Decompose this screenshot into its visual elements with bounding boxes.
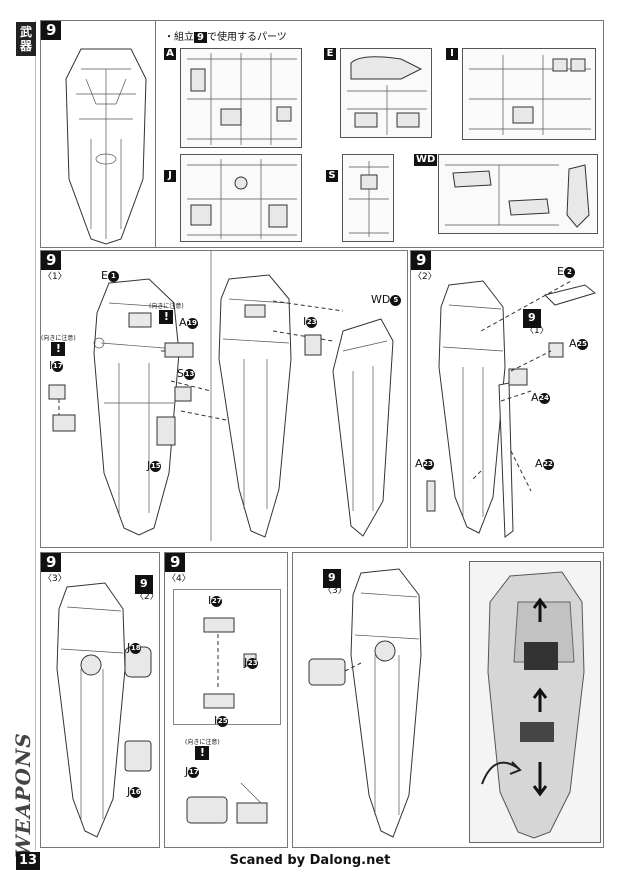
step-1-badge: 9 <box>41 251 62 270</box>
sprue-label-j: J <box>164 170 176 182</box>
callout-i25: I25 <box>214 714 229 727</box>
callout-a24: A24 <box>531 391 550 404</box>
callout-j15: J15 <box>147 459 162 472</box>
sprue-e <box>340 48 432 138</box>
callout-a23: A23 <box>415 457 434 470</box>
step-2-sub: 〈2〉 <box>413 272 437 282</box>
callout-j18: J18 <box>127 641 142 654</box>
step-1-sub: 〈1〉 <box>43 272 67 282</box>
ref-step-1-sub: 〈1〉 <box>525 326 549 336</box>
ref-step-3-sub: 〈3〉 <box>323 586 347 596</box>
step-1-part-frame-b <box>218 274 292 538</box>
sidebar: 武器 WEAPONS <box>11 20 36 858</box>
callout-i23: I23 <box>303 315 318 328</box>
callout-s13: S13 <box>177 367 195 380</box>
step-4-panel: 9 〈4〉 I27 J23 I25 (向きに注意)! J17 <box>164 552 288 848</box>
sprue-label-s: S <box>326 170 338 182</box>
step-3-badge: 9 <box>41 553 62 572</box>
step-2-badge: 9 <box>411 251 432 270</box>
sprue-a <box>180 48 302 148</box>
warning-orientation-i: (向きに注意)! <box>41 335 76 356</box>
step-1-part-wd <box>332 318 394 537</box>
ref-step-1-badge: 9 <box>523 309 541 328</box>
callout-j16: J16 <box>127 785 142 798</box>
sprue-label-e: E <box>324 48 336 60</box>
sprue-wd <box>438 154 598 234</box>
callout-a25: A25 <box>569 337 588 350</box>
scan-credit: Scaned by Dalong.net <box>229 853 391 868</box>
callout-a22: A22 <box>535 457 554 470</box>
ref-step-3-badge: 9 <box>323 569 341 588</box>
step-5-panel: 9 〈3〉 <box>292 552 604 848</box>
step-5-part-frame <box>350 568 422 838</box>
sprue-s <box>342 154 394 242</box>
category-label: 武器 <box>16 22 36 56</box>
ref-step-2-badge: 9 <box>135 575 153 594</box>
callout-a19: A19 <box>179 316 198 329</box>
finished-part-illustration <box>65 48 147 245</box>
sprue-label-a: A <box>164 48 176 60</box>
sprue-j <box>180 154 302 242</box>
sprue-i <box>462 48 596 140</box>
step-3-sub: 〈3〉 <box>43 574 67 584</box>
assembled-photo <box>469 561 601 843</box>
page-number: 13 <box>16 852 40 870</box>
step-2-part-frame <box>438 280 506 534</box>
sprue-label-wd: WD <box>414 154 438 166</box>
warning-orientation-j: (向きに注意)! <box>185 739 220 760</box>
ref-step-2-sub: 〈2〉 <box>135 592 159 602</box>
step-4-sub: 〈4〉 <box>167 574 191 584</box>
section-label: WEAPONS <box>11 732 35 858</box>
callout-i27: I27 <box>208 594 223 607</box>
step-3-panel: 9 〈3〉 9 〈2〉 J18 J16 <box>40 552 160 848</box>
warning-orientation-a: (向きに注意)! <box>149 303 184 324</box>
step-4-badge: 9 <box>165 553 186 572</box>
sprue-label-i: I <box>446 48 458 60</box>
step-badge-main: 9 <box>41 21 62 40</box>
callout-i17: I17 <box>49 359 64 372</box>
callout-j23: J23 <box>244 656 259 669</box>
step-3-part-frame <box>56 582 126 838</box>
callout-j17: J17 <box>185 765 200 778</box>
step-4-subassembly-box: I27 J23 I25 <box>173 589 281 727</box>
